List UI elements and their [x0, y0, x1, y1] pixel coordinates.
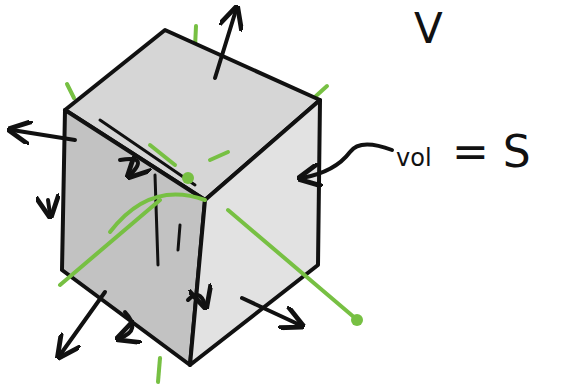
subscript-label: vol — [396, 146, 432, 170]
volume-symbol: V — [414, 8, 443, 50]
axis-dot — [182, 172, 194, 184]
inner-edges — [100, 120, 205, 265]
equation-label: = S — [452, 130, 531, 174]
left-face — [62, 110, 205, 365]
axis-dot — [351, 314, 363, 326]
stroke — [178, 225, 180, 250]
normal-arrows — [12, 10, 392, 355]
